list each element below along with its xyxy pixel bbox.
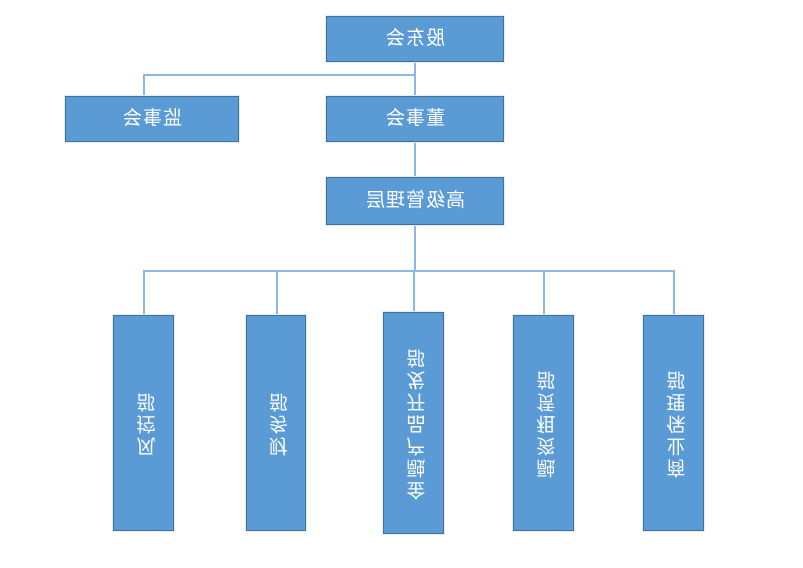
node-shareholders-meeting[interactable]: 股东会 (326, 16, 504, 62)
node-senior-management[interactable]: 高级管理层 (326, 177, 504, 225)
connector-to-supervisors (143, 74, 145, 96)
node-department-financial-product-development[interactable]: 金融产品开发部 (383, 312, 444, 534)
connector-to-dept-3 (413, 270, 415, 312)
node-department-risk-control-label: 风控部 (133, 390, 155, 456)
node-senior-management-label: 高级管理层 (364, 190, 465, 212)
node-department-finance[interactable]: 财务部 (246, 315, 306, 531)
node-department-financial-leasing[interactable]: 融资租赁部 (513, 315, 574, 531)
node-shareholders-meeting-label: 股东会 (384, 28, 445, 50)
node-department-finance-label: 财务部 (265, 390, 287, 456)
node-board-of-directors[interactable]: 董事会 (326, 96, 504, 142)
node-department-financial-product-development-label: 金融产品开发部 (403, 346, 425, 500)
connector-departments-horizontal (143, 270, 674, 272)
node-department-financial-leasing-label: 融资租赁部 (533, 368, 555, 478)
node-department-commercial-factoring[interactable]: 商业保理部 (643, 315, 704, 531)
connector-tier1-horizontal (143, 74, 415, 76)
node-board-of-directors-label: 董事会 (384, 108, 445, 130)
node-department-commercial-factoring-label: 商业保理部 (663, 368, 685, 478)
connector-management-down (414, 225, 416, 271)
node-board-of-supervisors-label: 监事会 (121, 108, 182, 130)
connector-to-dept-1 (143, 270, 145, 315)
connector-to-dept-5 (673, 270, 675, 315)
connector-shareholders-down (414, 62, 416, 75)
connector-to-directors (414, 74, 416, 96)
connector-directors-to-management (414, 142, 416, 177)
connector-to-dept-2 (276, 270, 278, 315)
node-department-risk-control[interactable]: 风控部 (113, 315, 174, 531)
node-board-of-supervisors[interactable]: 监事会 (65, 96, 239, 142)
connector-to-dept-4 (543, 270, 545, 315)
